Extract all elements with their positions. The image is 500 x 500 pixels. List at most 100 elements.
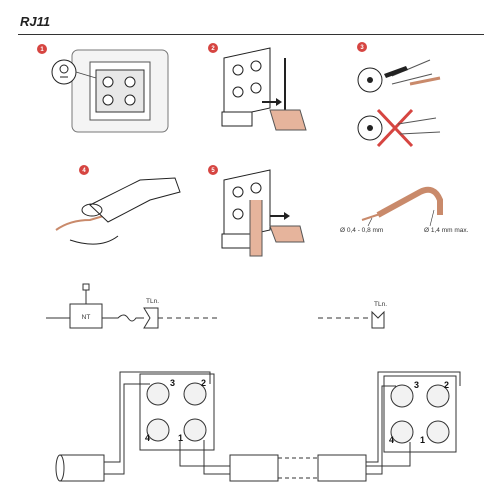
socket-left-terminals: 3 2 4 1 bbox=[145, 378, 207, 443]
terminal-screw-icon bbox=[426, 420, 450, 444]
insert-arrow-icon bbox=[384, 66, 408, 78]
copper-wire-icon bbox=[249, 200, 263, 257]
arrow-head-icon bbox=[284, 212, 290, 220]
insulation-max-label: Ø 1,4 mm max. bbox=[424, 227, 469, 234]
terminal-block-body bbox=[223, 169, 271, 241]
tln-socket-icon bbox=[371, 310, 385, 329]
screw-terminal-icon bbox=[124, 76, 136, 88]
rj11-jack bbox=[221, 233, 253, 249]
step-number-1: 1 bbox=[40, 47, 44, 53]
tln-right-label: TLn. bbox=[374, 301, 387, 308]
terminal-screw-icon bbox=[146, 418, 170, 442]
socket-front-icon bbox=[59, 64, 69, 74]
pin-label: 1 bbox=[178, 433, 183, 443]
wire bbox=[104, 371, 211, 463]
arrow-head-icon bbox=[276, 98, 282, 106]
step-badge-5 bbox=[208, 165, 218, 175]
pin-label: 3 bbox=[170, 378, 175, 388]
pin-label: 2 bbox=[444, 380, 449, 390]
tln-left-label: TLn. bbox=[146, 298, 159, 305]
hand-outline bbox=[397, 117, 441, 135]
plug-icon bbox=[82, 283, 90, 291]
wiring-diagram: 3 2 4 1 3 2 4 1 bbox=[55, 371, 461, 482]
screw-terminal-icon bbox=[232, 208, 244, 220]
screw-terminal-icon bbox=[102, 76, 114, 88]
page-title: RJ11 bbox=[20, 14, 51, 29]
cable-sheath-middle bbox=[229, 454, 279, 482]
finger-icon bbox=[269, 109, 307, 131]
terminal-screw-icon bbox=[390, 420, 414, 444]
pin-label: 1 bbox=[420, 435, 425, 445]
step-badge-1 bbox=[37, 44, 47, 54]
hand-outline bbox=[89, 177, 181, 223]
cable-icon bbox=[55, 213, 111, 231]
step-number-5: 5 bbox=[211, 168, 215, 174]
step-badge-2 bbox=[208, 43, 218, 53]
terminal-hole bbox=[367, 77, 373, 83]
terminal-block bbox=[95, 69, 145, 113]
wires-left bbox=[104, 371, 230, 475]
hand-outline bbox=[69, 235, 119, 245]
step-3-panel: 3 bbox=[357, 42, 441, 148]
wire-diameter-label: Ø 0,4 - 0,8 mm bbox=[340, 227, 383, 234]
cross-icon bbox=[376, 108, 414, 148]
wire bbox=[366, 371, 461, 463]
pin-label: 4 bbox=[389, 435, 394, 445]
screw-terminal-icon bbox=[250, 82, 262, 94]
screw-terminal-icon bbox=[232, 186, 244, 198]
wires-right bbox=[366, 371, 461, 475]
screw-terminal-icon bbox=[124, 94, 136, 106]
step-number-2: 2 bbox=[211, 46, 215, 52]
bare-conductor-icon bbox=[361, 213, 381, 221]
terminal-screw-icon bbox=[183, 418, 207, 442]
socket-right-terminals: 3 2 4 1 bbox=[389, 380, 450, 445]
nt-box bbox=[69, 303, 103, 329]
terminal-screw-icon bbox=[183, 382, 207, 406]
terminal-block-body bbox=[223, 47, 271, 119]
step-badge-3 bbox=[357, 42, 367, 52]
screw-terminal-icon bbox=[232, 86, 244, 98]
cable-end bbox=[55, 454, 65, 482]
title-divider bbox=[18, 34, 484, 35]
dimension-leader bbox=[367, 217, 373, 227]
pin-label: 3 bbox=[414, 380, 419, 390]
terminal-screw-icon bbox=[146, 382, 170, 406]
wire bbox=[203, 440, 230, 475]
terminal-screw-icon bbox=[390, 384, 414, 408]
wire bbox=[104, 383, 150, 475]
screw-terminal-icon bbox=[232, 64, 244, 76]
screw-terminal-icon bbox=[102, 94, 114, 106]
screw-terminal-icon bbox=[250, 182, 262, 194]
line-diagram: NT TLn. TLn. bbox=[46, 283, 387, 329]
step-number-3: 3 bbox=[360, 45, 364, 51]
step-5-panel: 5 bbox=[208, 165, 305, 257]
finger-icon bbox=[269, 225, 305, 243]
insulated-wire-icon bbox=[376, 186, 443, 218]
socket-front-zoom bbox=[51, 59, 77, 85]
step-1-panel: 1 bbox=[37, 44, 169, 133]
copper-wire-icon bbox=[409, 76, 441, 86]
cable-sheath-left bbox=[59, 454, 105, 482]
nt-label: NT bbox=[82, 314, 91, 321]
terminal-screw-icon bbox=[426, 384, 450, 408]
dimension-leader bbox=[429, 209, 435, 227]
zoom-leader bbox=[75, 71, 97, 79]
wire bbox=[366, 442, 411, 467]
wire bbox=[179, 440, 230, 467]
screw-terminal-icon bbox=[250, 60, 262, 72]
cord-icon bbox=[102, 314, 144, 322]
step-badge-4 bbox=[79, 165, 89, 175]
rotation-arrow-icon bbox=[81, 203, 103, 217]
pin-label: 2 bbox=[201, 378, 206, 388]
step-4-panel: 4 bbox=[55, 165, 181, 245]
tln-socket-icon bbox=[143, 307, 159, 329]
step-2-panel: 2 bbox=[208, 43, 307, 131]
wire bbox=[366, 385, 396, 475]
step-number-4: 4 bbox=[82, 168, 86, 174]
wire-gauge-panel: Ø 0,4 - 0,8 mm Ø 1,4 mm max. bbox=[340, 186, 469, 234]
pin-label: 4 bbox=[145, 433, 150, 443]
terminal-hole bbox=[367, 125, 373, 131]
cable-sheath-middle bbox=[317, 454, 367, 482]
